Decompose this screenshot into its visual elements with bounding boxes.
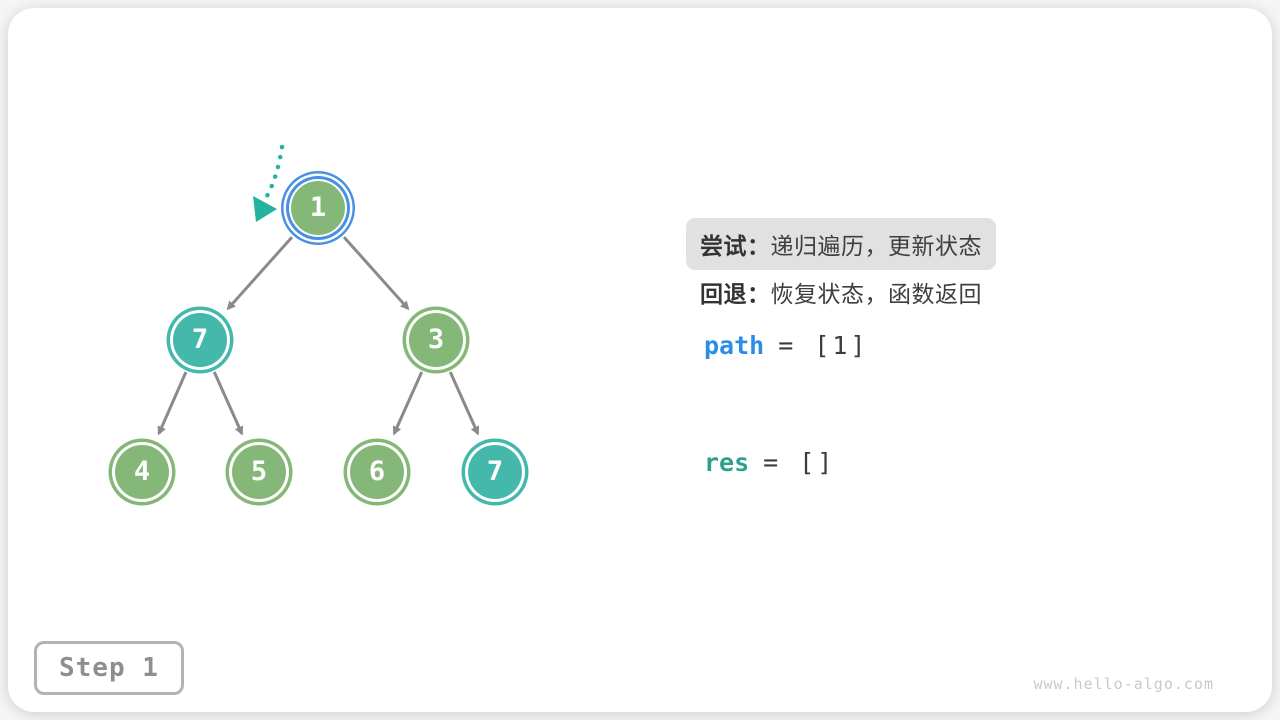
path-variable-value: = [1] [778, 331, 869, 360]
res-variable-value: = [] [763, 448, 836, 477]
backtrack-text: 恢复状态，函数返回 [770, 281, 982, 307]
res-variable: res = [] [704, 448, 835, 477]
path-variable-name: path [704, 331, 765, 360]
step-label: Step 1 [59, 653, 159, 683]
res-variable-name: res [704, 448, 750, 477]
try-annotation: 尝试：递归遍历，更新状态 [686, 218, 996, 270]
backtrack-label: 回退： [700, 281, 771, 307]
canvas-card [8, 8, 1272, 712]
try-text: 递归遍历，更新状态 [770, 233, 982, 259]
step-indicator: Step 1 [34, 641, 184, 695]
backtrack-annotation: 回退：恢复状态，函数返回 [700, 275, 982, 309]
path-variable: path = [1] [704, 331, 868, 360]
try-label: 尝试： [700, 233, 771, 259]
watermark: www.hello-algo.com [1033, 675, 1214, 693]
